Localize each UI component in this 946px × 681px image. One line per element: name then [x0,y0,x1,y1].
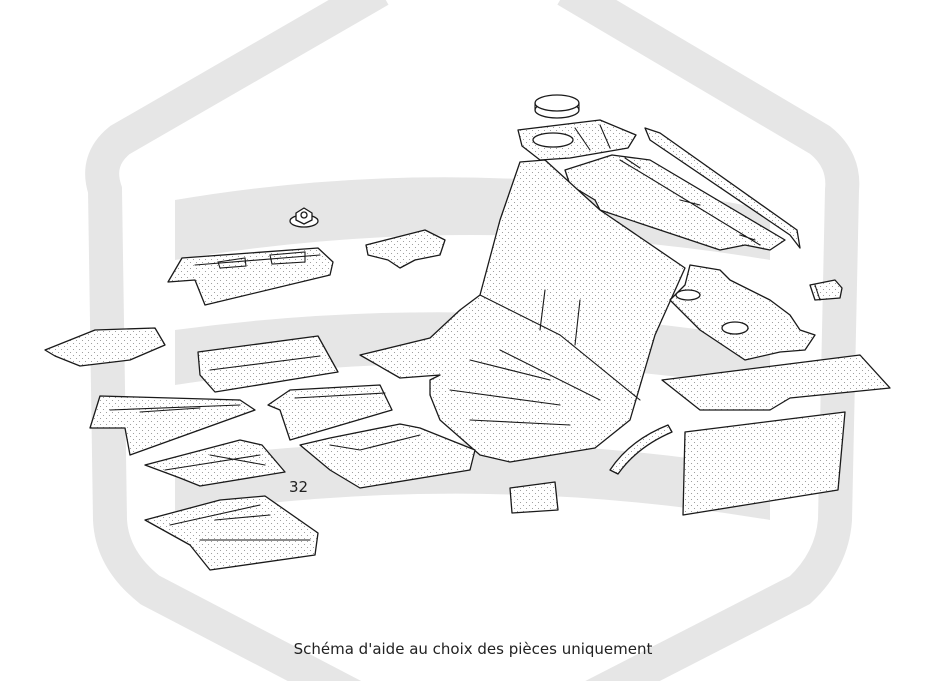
left-oval-plate-part [44,327,166,367]
rear-sill-plate-part [661,354,891,411]
middle-floor-channel-part [267,384,393,441]
part-number-label: 32 [289,478,308,496]
grommet-part [534,94,580,119]
small-bracket-part [365,229,446,269]
rear-panel-part [682,411,846,516]
lower-left-floor-pan-part [144,495,319,571]
rear-trunk-floor-part [669,264,816,361]
rear-floor-panel-part [564,154,786,251]
front-left-floor-pan-part [144,439,286,487]
left-floor-channel-part [197,335,339,393]
small-block-part [809,279,843,301]
small-pad-part [509,481,559,514]
nut-part [289,207,319,228]
central-floor-tunnel-part [359,159,686,463]
spare-wheel-well-part [517,119,637,161]
upper-left-bracket-part [167,247,334,306]
rear-cross-member-part [644,127,801,249]
front-middle-floor-pan-part [299,423,476,489]
left-sill-part [89,395,256,456]
curved-strip-part [609,424,673,475]
diagram-caption: Schéma d'aide au choix des pièces unique… [293,640,653,658]
